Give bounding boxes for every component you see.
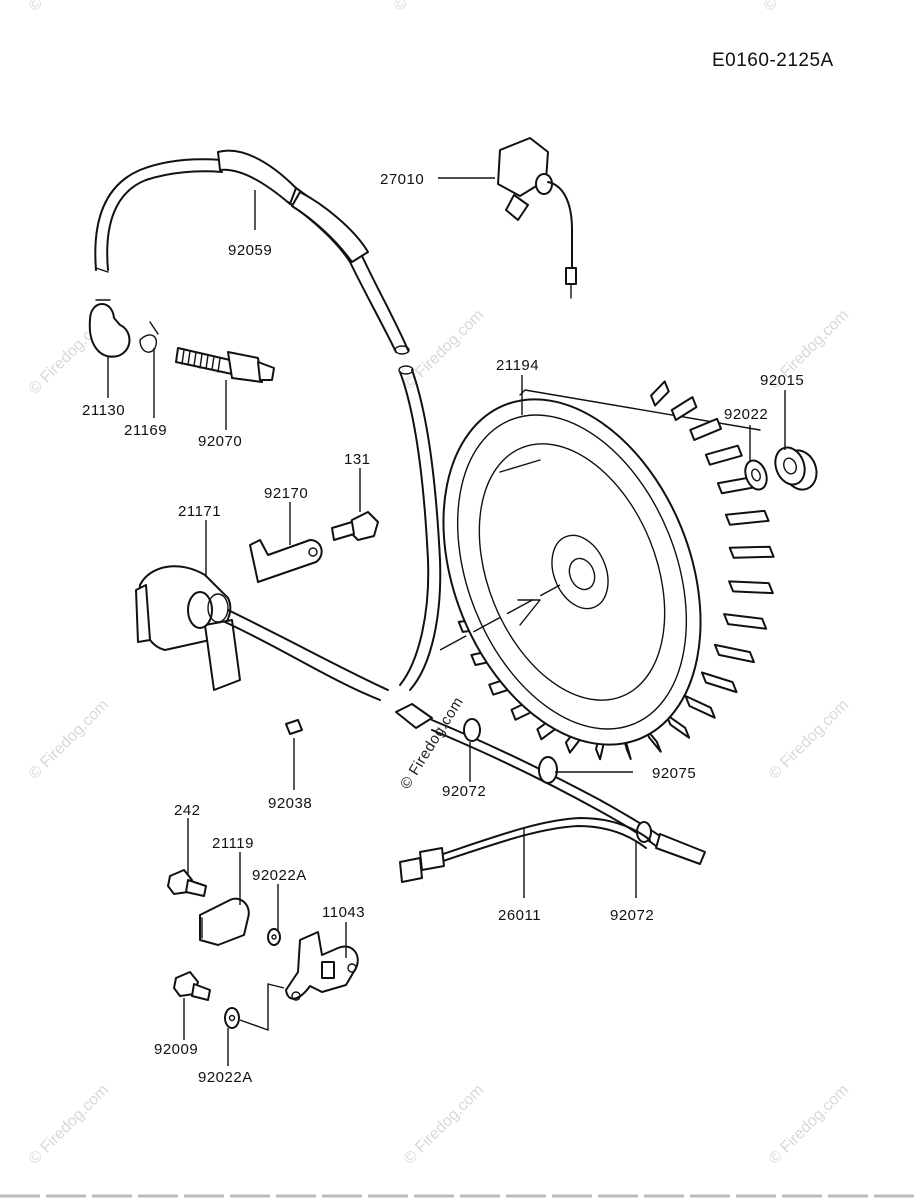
part-92038	[285, 719, 303, 735]
watermark: © Firedog.com	[391, 0, 477, 15]
label-11043: 11043	[322, 904, 365, 921]
label-242: 242	[174, 802, 201, 819]
flywheel-nut	[774, 446, 818, 491]
label-21169: 21169	[124, 422, 167, 439]
bolt-131	[331, 511, 379, 541]
axis-line	[439, 584, 561, 651]
label-92022A-bottom: 92022A	[198, 1069, 253, 1086]
bolt-92009	[173, 971, 211, 1001]
flywheel-washer	[744, 459, 768, 491]
label-92072-bottom: 92072	[610, 907, 654, 924]
label-92009: 92009	[154, 1041, 198, 1058]
flywheel-fin	[684, 695, 716, 719]
ignition-coil	[135, 565, 433, 729]
leader-lines	[107, 177, 786, 1066]
washer-92022A-top	[267, 928, 281, 946]
bracket-11043	[285, 931, 359, 1001]
watermark: © Firedog.com	[26, 1081, 112, 1167]
flywheel-fin	[704, 444, 743, 466]
label-92070: 92070	[198, 433, 242, 450]
cable-26011	[399, 817, 651, 883]
flywheel-fin	[689, 417, 723, 441]
flywheel-fin	[723, 613, 768, 630]
watermark: © Firedog.com	[766, 696, 852, 782]
watermark: © Firedog.com	[401, 1081, 487, 1167]
bolt-242	[167, 869, 207, 897]
label-21194: 21194	[496, 357, 539, 374]
watermark: © Firedog.com	[26, 0, 112, 15]
label-92075: 92075	[652, 765, 696, 782]
bracket-92170	[249, 539, 323, 583]
label-26011: 26011	[498, 907, 541, 924]
flywheel-fin	[713, 643, 755, 664]
flywheel	[442, 380, 775, 761]
label-92022: 92022	[724, 406, 768, 423]
label-21171: 21171	[178, 503, 221, 520]
spark-plug	[175, 347, 275, 383]
drawing-code: E0160-2125A	[712, 50, 834, 71]
label-131: 131	[344, 451, 371, 468]
watermark: © Firedog.com	[26, 696, 112, 782]
label-92015: 92015	[760, 372, 804, 389]
clamp-21119	[199, 897, 250, 946]
ht-cable	[94, 149, 442, 691]
label-21119: 21119	[212, 835, 254, 852]
flywheel-fin	[728, 545, 775, 559]
flywheel-fin	[728, 580, 774, 595]
flywheel-fin	[665, 713, 691, 739]
label-92022A-top: 92022A	[252, 867, 307, 884]
label-92170: 92170	[264, 485, 308, 502]
watermark: © Firedog.com	[401, 306, 487, 392]
ground-wire	[431, 718, 706, 865]
assembly-line	[239, 983, 285, 1031]
label-92072-top: 92072	[442, 783, 486, 800]
label-21130: 21130	[82, 402, 125, 419]
kill-switch-connector	[497, 137, 577, 299]
label-92038: 92038	[268, 795, 312, 812]
watermark: © Firedog.com	[766, 1081, 852, 1167]
part-labels: 27010 92059 21130 21169 92070 21194 9201…	[82, 171, 804, 1086]
flywheel-fin	[700, 671, 738, 694]
spark-plug-cap	[88, 299, 131, 358]
label-27010: 27010	[380, 171, 424, 188]
label-92059: 92059	[228, 242, 272, 259]
flywheel-fin	[724, 509, 770, 526]
plug-clip	[139, 321, 159, 353]
flywheel-fin	[670, 396, 698, 421]
washer-92022A-bottom	[224, 1007, 240, 1029]
flywheel-fin	[650, 380, 670, 407]
watermark: © Firedog.com	[761, 0, 847, 15]
